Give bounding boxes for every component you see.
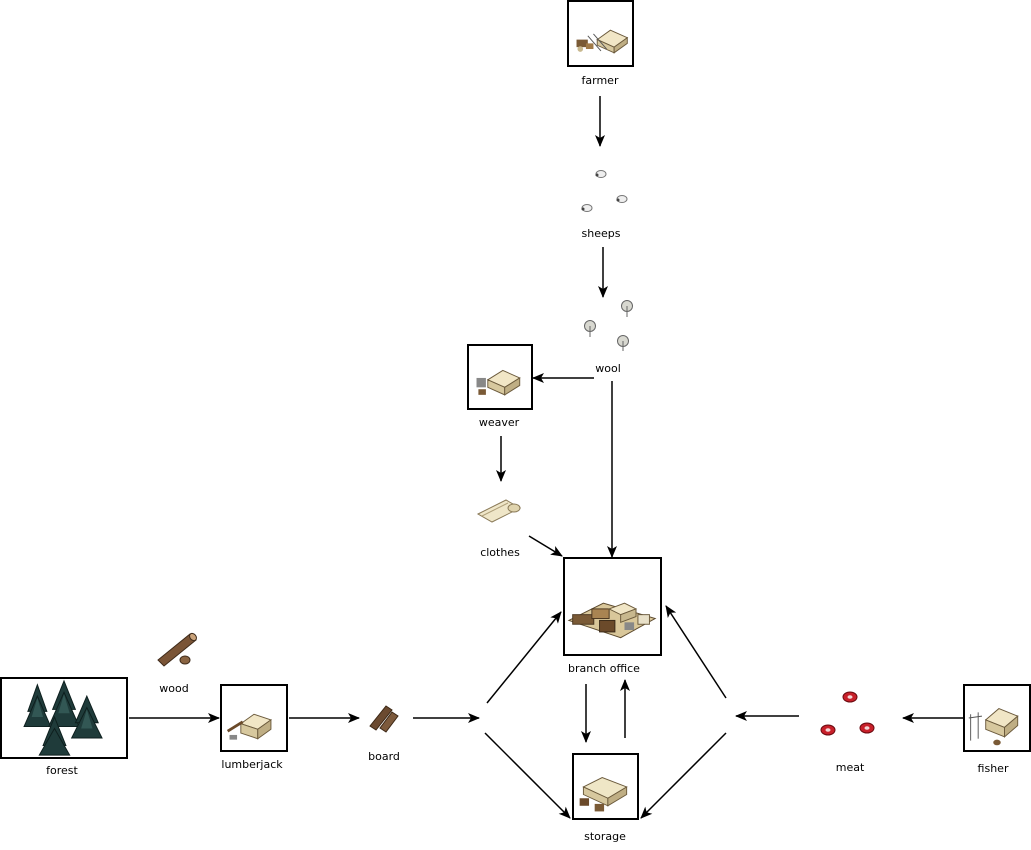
branch-office-node[interactable]: [563, 557, 662, 656]
clothes-resource: [474, 492, 524, 524]
sheeps-resource: [578, 164, 632, 216]
forest-label: forest: [46, 764, 78, 777]
weaver-label: weaver: [478, 416, 520, 429]
clothes-label: clothes: [480, 546, 520, 559]
arrow-junction-to-branch-office-right: [665, 605, 727, 699]
meat-resource: [816, 688, 878, 740]
wool-label: wool: [595, 362, 621, 375]
fisher-building-icon: [968, 708, 1019, 746]
storage-label: storage: [584, 830, 626, 843]
meat-label: meat: [835, 761, 865, 774]
wood-resource: [152, 630, 198, 670]
forest-trees-icon: [23, 679, 103, 756]
lumberjack-label: lumberjack: [221, 758, 283, 771]
arrow-junction-to-branch-office: [486, 611, 562, 704]
wool-resource: [580, 297, 636, 353]
weaver-building-icon: [476, 369, 521, 396]
board-planks-icon: [369, 705, 399, 733]
lumberjack-node[interactable]: [220, 684, 288, 752]
wool-icon: [584, 300, 633, 351]
fisher-label: fisher: [977, 762, 1009, 775]
storage-node[interactable]: [572, 753, 639, 820]
arrow-clothes-to-branch-office: [528, 535, 563, 557]
branch-office-building-icon: [567, 602, 657, 639]
farmer-building-icon: [576, 29, 629, 54]
board-label: board: [368, 750, 400, 763]
farmer-node[interactable]: [567, 0, 634, 67]
farmer-label: farmer: [581, 74, 619, 87]
sheeps-label: sheeps: [581, 227, 621, 240]
branch-office-label: branch office: [568, 662, 640, 675]
arrow-junction-to-storage: [484, 732, 571, 819]
sheep-icon: [581, 170, 628, 212]
board-resource: [366, 702, 402, 734]
forest-node[interactable]: [0, 677, 128, 759]
arrow-junction-to-storage-right: [640, 732, 727, 819]
wood-label: wood: [159, 682, 189, 695]
lumberjack-building-icon: [226, 713, 272, 740]
meat-icon: [820, 691, 875, 736]
storage-building-icon: [579, 777, 628, 812]
fisher-node[interactable]: [963, 684, 1031, 752]
weaver-node[interactable]: [467, 344, 533, 410]
clothes-icon: [476, 499, 522, 523]
wood-log-icon: [157, 632, 197, 667]
